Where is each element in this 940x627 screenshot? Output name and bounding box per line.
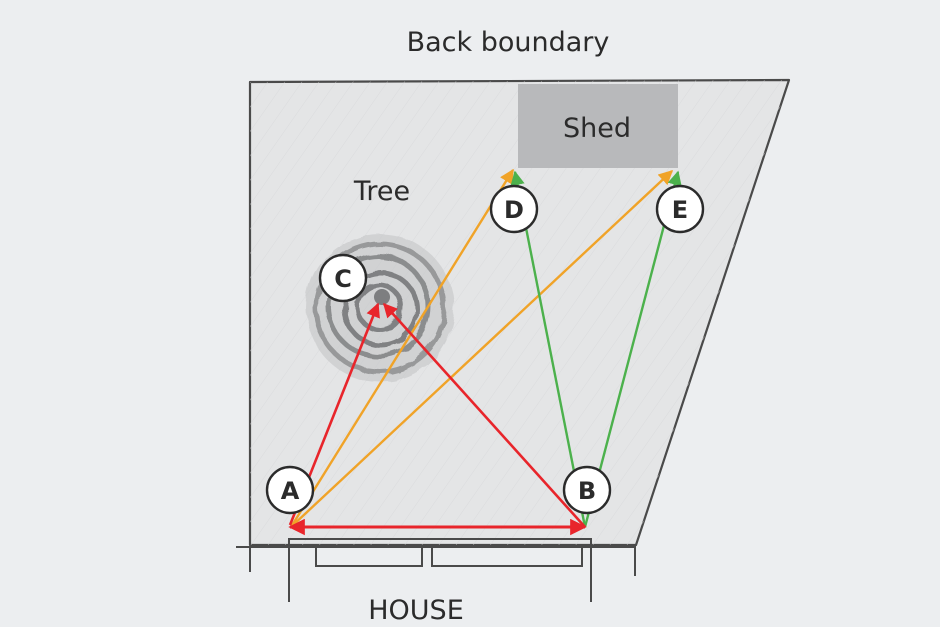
tree-canopy: [306, 234, 454, 382]
tree-label: Tree: [353, 176, 410, 207]
point-a-label: A: [281, 477, 300, 505]
point-c: C: [318, 253, 368, 303]
line-a-to-d: [289, 168, 515, 528]
line-a-to-e: [290, 170, 674, 528]
shed: [518, 84, 678, 168]
point-e-label: E: [672, 196, 688, 224]
point-d-label: D: [504, 196, 524, 224]
line-b-to-e: [583, 170, 682, 528]
line-b-to-d: [510, 170, 587, 528]
point-e: E: [655, 184, 705, 234]
house-label: HOUSE: [368, 595, 464, 626]
point-b: B: [562, 465, 612, 515]
shed-label: Shed: [563, 113, 631, 144]
point-d: D: [489, 184, 539, 234]
house-outline: [236, 538, 636, 602]
point-a: A: [265, 465, 315, 515]
point-c-label: C: [334, 265, 352, 293]
back-boundary-label: Back boundary: [407, 27, 610, 58]
point-b-label: B: [578, 477, 596, 505]
line-b-to-c: [383, 302, 586, 528]
